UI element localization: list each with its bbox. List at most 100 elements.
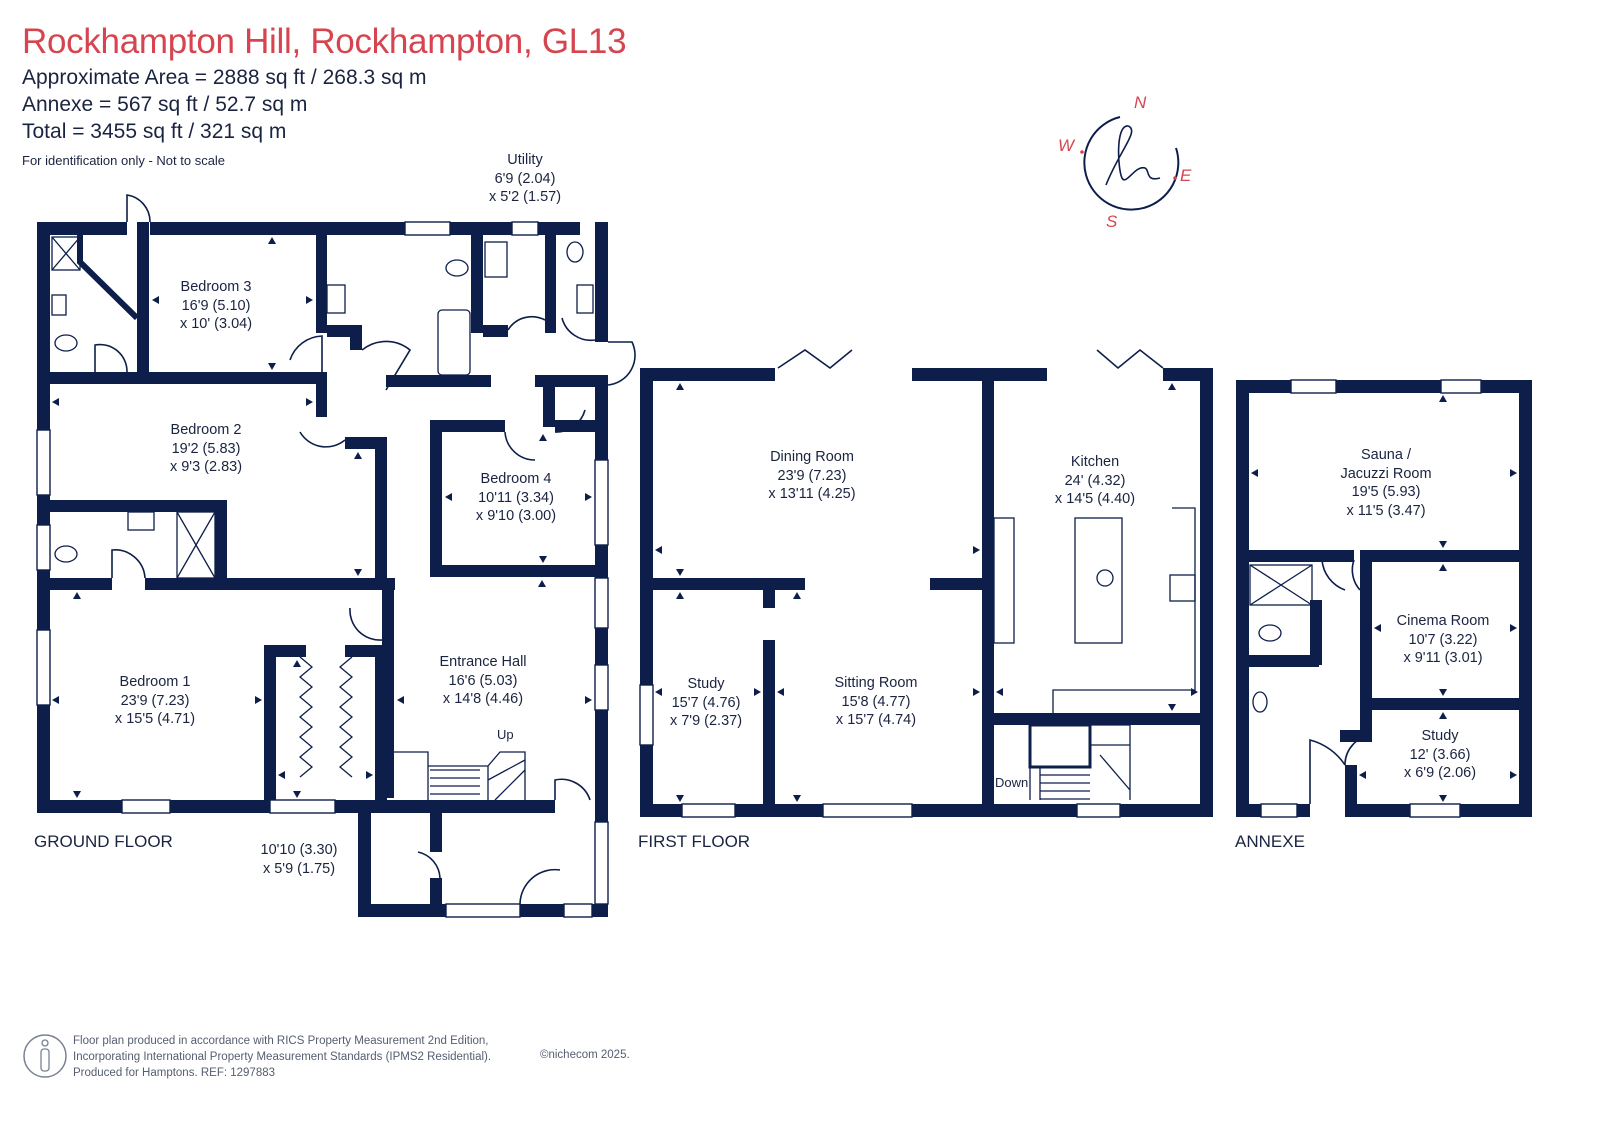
footer-line-2: Incorporating International Property Mea… xyxy=(73,1051,492,1063)
door xyxy=(126,194,151,223)
wall xyxy=(37,800,122,813)
door xyxy=(507,315,546,331)
wall xyxy=(137,222,149,372)
toilet xyxy=(54,545,78,563)
wall xyxy=(1345,804,1410,817)
window xyxy=(563,903,593,918)
window xyxy=(639,684,654,746)
door xyxy=(361,340,412,391)
sink xyxy=(1252,691,1268,713)
staircase-ground xyxy=(388,751,526,800)
window xyxy=(822,803,913,818)
room-name: Entrance Hall xyxy=(439,654,527,670)
wall xyxy=(1249,655,1319,667)
wall xyxy=(350,325,362,350)
wall xyxy=(555,420,608,432)
walls xyxy=(37,222,1532,917)
window xyxy=(1290,379,1337,394)
wall xyxy=(37,222,50,812)
wall xyxy=(127,372,322,384)
room-name: Bedroom 1 xyxy=(119,674,191,690)
window xyxy=(36,629,51,706)
scale-note: For identification only - Not to scale xyxy=(22,153,226,168)
wall xyxy=(316,372,327,417)
wall xyxy=(545,233,556,333)
wall xyxy=(37,500,227,512)
room-name: Utility xyxy=(507,152,543,168)
staircase-first xyxy=(1029,724,1131,800)
ground-floor-label: GROUND FLOOR xyxy=(34,832,173,851)
wall xyxy=(1249,550,1354,562)
stairs-down-label: Down xyxy=(995,775,1029,790)
wall xyxy=(335,800,555,813)
room-name: Bedroom 2 xyxy=(170,422,242,438)
kitchen-island xyxy=(1074,517,1123,644)
total-area: Total = 3455 sq ft / 321 sq m xyxy=(22,120,287,143)
page-title: Rockhampton Hill, Rockhampton, GL13 xyxy=(22,22,627,61)
wall xyxy=(345,437,387,449)
window xyxy=(404,221,451,236)
wall xyxy=(430,420,505,432)
wall xyxy=(1297,804,1310,817)
window xyxy=(1409,803,1461,818)
stairs-up-label: Up xyxy=(497,727,514,742)
approximate-area: Approximate Area = 2888 sq ft / 268.3 sq… xyxy=(22,66,427,89)
door xyxy=(519,868,561,905)
footer-line-1: Floor plan produced in accordance with R… xyxy=(73,1035,489,1047)
door xyxy=(94,343,128,373)
wall xyxy=(483,325,508,337)
room-name: Bedroom 4 xyxy=(480,471,552,487)
wall xyxy=(450,222,512,235)
wall xyxy=(145,578,395,590)
wall xyxy=(1200,368,1213,816)
wall xyxy=(982,725,994,810)
bifold-door xyxy=(777,349,853,370)
room-name: Dining Room xyxy=(770,449,854,465)
wall xyxy=(37,578,112,590)
compass-south: S xyxy=(1106,212,1118,231)
window xyxy=(36,524,51,571)
bath xyxy=(437,309,471,376)
wall xyxy=(150,222,405,235)
shower-tray xyxy=(176,511,216,579)
wall xyxy=(1236,380,1249,817)
door xyxy=(299,431,346,448)
window xyxy=(511,221,539,236)
wall xyxy=(1336,380,1441,393)
fixtures xyxy=(51,235,1313,801)
wall xyxy=(595,222,608,342)
door xyxy=(504,431,536,461)
room-name: Study xyxy=(687,676,725,692)
window xyxy=(1076,803,1121,818)
compass-west: W xyxy=(1058,136,1075,155)
wardrobe xyxy=(338,656,354,778)
wall xyxy=(1236,380,1291,393)
wall xyxy=(1340,730,1372,742)
wall xyxy=(170,800,270,813)
footer-notes: Floor plan produced in accordance with R… xyxy=(73,1033,491,1081)
compass xyxy=(1080,116,1180,211)
wall xyxy=(1345,765,1357,815)
wall xyxy=(653,578,805,590)
hob xyxy=(1169,574,1196,602)
sink xyxy=(127,511,155,531)
window xyxy=(445,903,521,918)
wall xyxy=(1519,380,1532,817)
wall xyxy=(1460,804,1532,817)
door xyxy=(1309,738,1346,804)
wall xyxy=(912,368,1047,381)
counter xyxy=(1052,507,1196,713)
door xyxy=(561,317,596,342)
wall xyxy=(316,233,327,333)
annexe-shower xyxy=(1249,564,1313,606)
window xyxy=(681,803,736,818)
wall xyxy=(640,368,653,816)
wall xyxy=(982,713,1213,725)
copyright: ©nichecom 2025. xyxy=(540,1049,630,1061)
footer-line-3: Produced for Hamptons. REF: 1297883 xyxy=(73,1067,276,1079)
window xyxy=(121,799,171,814)
